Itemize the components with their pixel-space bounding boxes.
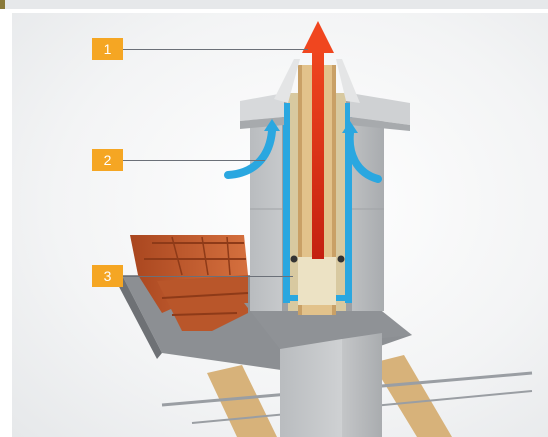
leader-line-1 [123, 49, 308, 50]
diagram-panel [12, 13, 548, 437]
chimney-illustration [116, 21, 533, 437]
top-strip [0, 0, 548, 9]
top-accent [0, 0, 5, 9]
cap-cone-right [336, 59, 360, 103]
callout-2: 2 [92, 149, 123, 171]
callout-3: 3 [92, 265, 123, 287]
chimney-cap-right [350, 93, 410, 125]
leader-line-2 [123, 160, 265, 161]
blue-air-channel-left [283, 103, 290, 303]
roof-flashing-edge [116, 275, 162, 359]
callout-1: 1 [92, 38, 123, 60]
roof-tiles [130, 235, 249, 331]
cap-cone-left [274, 59, 300, 103]
leader-line-3 [123, 276, 293, 277]
chimney-lower-front [280, 339, 342, 437]
chimney-lower-side [342, 333, 382, 437]
chimney-cap-left [240, 93, 284, 121]
inner-liner-base [298, 257, 336, 305]
flue-gas-arrow [302, 21, 334, 259]
blue-air-channel-right [345, 103, 352, 303]
